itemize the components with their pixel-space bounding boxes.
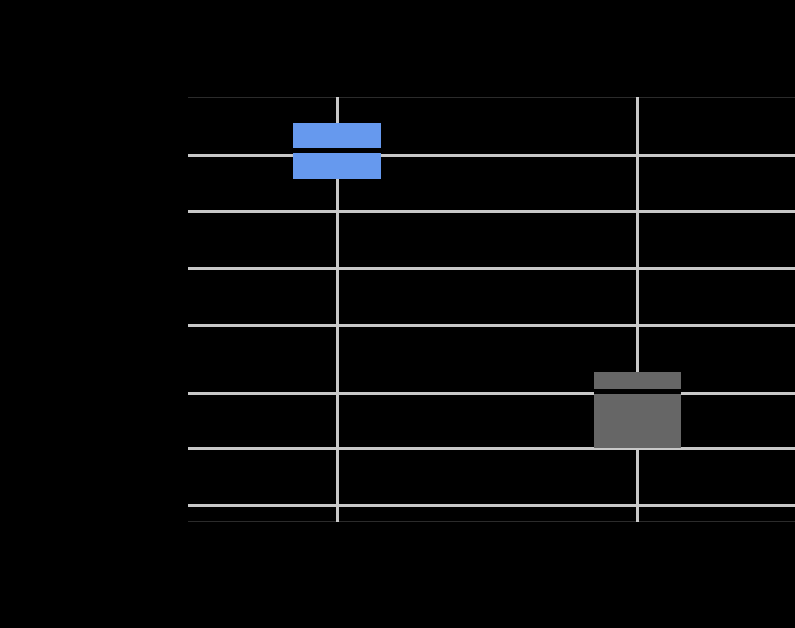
gridline-horizontal [188, 392, 795, 395]
gridline-horizontal [188, 324, 795, 327]
gridline-horizontal [188, 504, 795, 507]
median-line [594, 389, 681, 394]
gridline-horizontal [188, 267, 795, 270]
axis-spine-bottom [188, 521, 795, 522]
gridline-horizontal [188, 154, 795, 157]
gridline-vertical [636, 97, 639, 522]
plot-area [188, 97, 795, 522]
axis-spine-top [188, 97, 795, 98]
boxplot-series-1[interactable] [293, 123, 381, 205]
box-lower-segment [293, 153, 381, 179]
box-lower-segment [594, 394, 681, 448]
gridline-vertical [336, 97, 339, 522]
boxplot-series-2[interactable] [594, 372, 681, 454]
gridline-horizontal [188, 447, 795, 450]
median-line [293, 148, 381, 153]
box-upper-segment [293, 123, 381, 148]
box-upper-segment [594, 372, 681, 389]
gridline-horizontal [188, 210, 795, 213]
